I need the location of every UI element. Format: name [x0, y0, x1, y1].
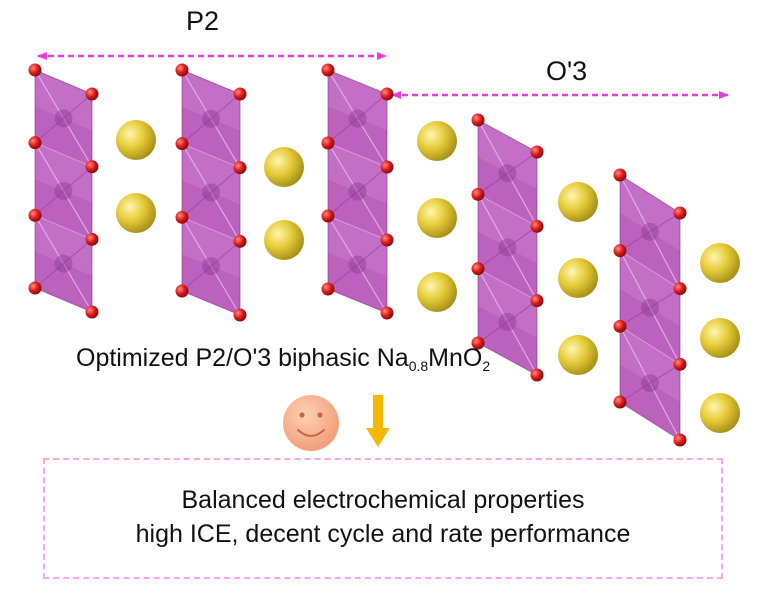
oxygen-atom: [530, 219, 544, 233]
sodium-ion: [417, 198, 457, 238]
oxygen-atom: [85, 232, 99, 246]
sodium-ion: [264, 147, 304, 187]
manganese-atom: [348, 109, 367, 128]
sodium-ion: [558, 335, 598, 375]
manganese-atom: [641, 374, 659, 393]
caption-subscript-sodium: 0.8: [408, 358, 429, 374]
oxygen-atom: [380, 87, 394, 101]
manganese-atom: [54, 182, 73, 200]
oxygen-atom: [175, 137, 189, 151]
oxygen-atom: [28, 281, 42, 295]
sodium-ion: [700, 393, 740, 433]
oxygen-atom: [613, 168, 627, 182]
manganese-atom: [202, 109, 220, 128]
octahedral-slab-p2-3: [321, 63, 394, 320]
oxygen-atom: [380, 233, 394, 247]
manganese-atom: [54, 254, 73, 273]
manganese-atom: [202, 183, 220, 202]
manganese-atom: [202, 257, 220, 276]
smiley-face-icon: [283, 395, 339, 451]
oxygen-atom: [673, 357, 687, 371]
oxygen-atom: [28, 63, 42, 77]
oxygen-atom: [613, 395, 627, 409]
result-box: Balanced electrochemical properties high…: [43, 458, 723, 579]
sodium-ion: [264, 220, 304, 260]
oxygen-atom: [673, 433, 687, 447]
manganese-atom: [498, 312, 517, 331]
o3-phase-label: O'3: [546, 56, 588, 86]
oxygen-atom: [673, 206, 687, 220]
p2-phase-label: P2: [186, 6, 220, 36]
mno6-octahedral-layers: [28, 63, 687, 447]
oxygen-atom: [471, 336, 485, 350]
down-arrow-icon: [366, 395, 390, 447]
sodium-ion: [116, 120, 156, 160]
sodium-ion-layers: [116, 120, 740, 433]
oxygen-atom: [233, 161, 247, 175]
oxygen-atom: [530, 145, 544, 159]
caption-formula-middle: MnO: [428, 344, 483, 372]
sodium-ion: [558, 182, 598, 222]
manganese-atom: [641, 222, 659, 241]
oxygen-atom: [233, 308, 247, 322]
manganese-atom: [498, 238, 517, 257]
oxygen-atom: [530, 294, 544, 308]
oxygen-atom: [673, 282, 687, 296]
manganese-atom: [54, 109, 73, 128]
manganese-atom: [348, 255, 367, 274]
octahedral-slab-o3-1: [471, 113, 544, 382]
oxygen-atom: [321, 209, 335, 223]
oxygen-atom: [613, 244, 627, 258]
oxygen-atom: [175, 63, 189, 77]
oxygen-atom: [233, 87, 247, 101]
oxygen-atom: [471, 113, 485, 127]
oxygen-atom: [233, 234, 247, 248]
sodium-ion: [700, 318, 740, 358]
result-title: Balanced electrochemical properties: [181, 486, 585, 514]
manganese-atom: [498, 164, 517, 183]
oxygen-atom: [28, 136, 42, 150]
caption-subscript-oxygen: 2: [482, 358, 491, 374]
oxygen-atom: [85, 87, 99, 101]
oxygen-atom: [613, 319, 627, 333]
manganese-atom: [348, 182, 367, 201]
manganese-atom: [641, 298, 659, 317]
sodium-ion: [417, 272, 457, 312]
result-description: high ICE, decent cycle and rate performa…: [135, 520, 631, 548]
sodium-ion: [558, 258, 598, 298]
oxygen-atom: [85, 160, 99, 174]
oxygen-atom: [321, 136, 335, 150]
oxygen-atom: [175, 284, 189, 298]
oxygen-atom: [28, 208, 42, 222]
oxygen-atom: [175, 210, 189, 224]
oxygen-atom: [471, 262, 485, 276]
oxygen-atom: [380, 306, 394, 320]
sodium-ion: [417, 121, 457, 161]
octahedral-slab-p2-1: [28, 63, 99, 319]
octahedral-slab-p2-2: [175, 63, 247, 322]
oxygen-atom: [85, 305, 99, 319]
oxygen-atom: [530, 368, 544, 382]
sodium-ion: [116, 193, 156, 233]
caption-prefix: Optimized P2/O'3 biphasic Na: [76, 344, 409, 372]
octahedral-slab-o3-2: [613, 168, 687, 447]
sodium-ion: [700, 243, 740, 283]
oxygen-atom: [321, 282, 335, 296]
oxygen-atom: [380, 160, 394, 174]
oxygen-atom: [321, 63, 335, 77]
oxygen-atom: [471, 187, 485, 201]
material-caption: Optimized P2/O'3 biphasic Na0.8MnO2: [76, 344, 490, 374]
